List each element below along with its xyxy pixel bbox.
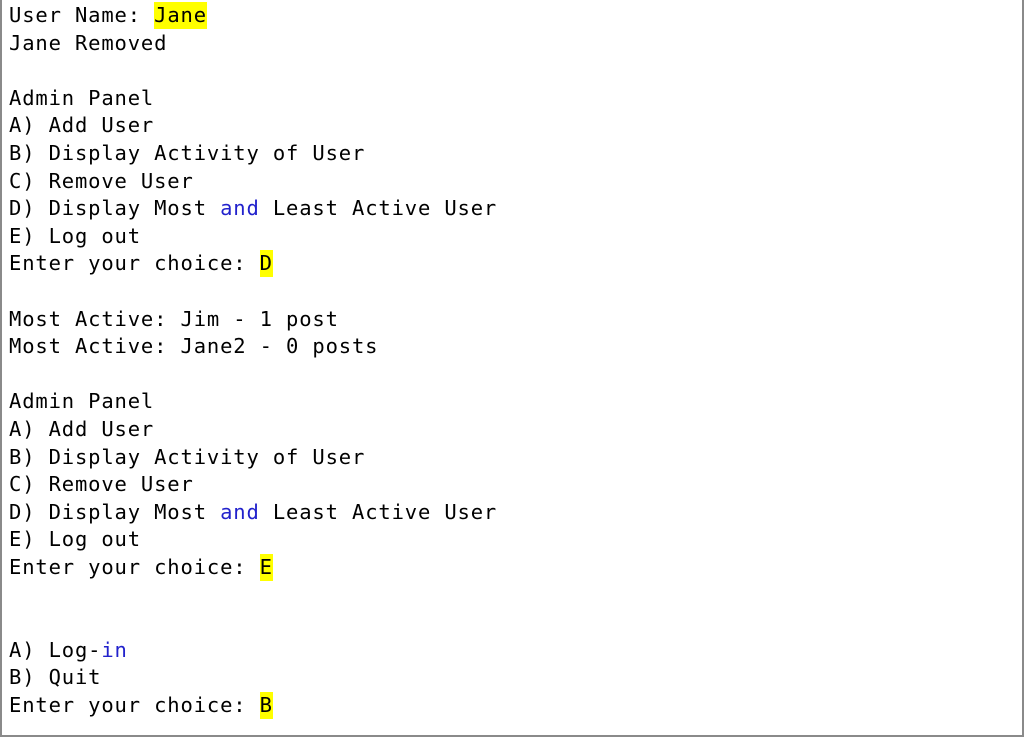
menu-option-a-add-user-2: A) Add User <box>9 416 1022 444</box>
text-token: B) Display Activity of User <box>9 444 366 469</box>
text-token: C) Remove User <box>9 168 194 193</box>
text-token: E) Log out <box>9 527 141 552</box>
admin-panel-heading-1: Admin Panel <box>9 85 1022 113</box>
text-token: C) Remove User <box>9 472 194 497</box>
choice-prompt-2: Enter your choice: E <box>9 553 1022 582</box>
highlighted-token: E <box>259 553 273 581</box>
text-token: Enter your choice: <box>9 251 260 276</box>
blank-line <box>9 57 1022 85</box>
text-token: B) Quit <box>9 665 102 690</box>
menu-option-e-log-out-1: E) Log out <box>9 223 1022 251</box>
keyword-token: in <box>101 637 128 662</box>
text-token: E) Log out <box>9 223 141 248</box>
keyword-token: and <box>220 196 260 221</box>
login-menu-option-b-quit: B) Quit <box>9 664 1022 692</box>
text-token: A) Log- <box>9 637 102 662</box>
blank-line <box>9 581 1022 609</box>
menu-option-b-display-activity-2: B) Display Activity of User <box>9 444 1022 472</box>
menu-option-d-most-least-active-1: D) Display Most and Least Active User <box>9 195 1022 223</box>
admin-panel-heading-2: Admin Panel <box>9 388 1022 416</box>
highlighted-token: B <box>259 691 273 719</box>
text-token: Admin Panel <box>9 85 155 110</box>
blank-line <box>9 361 1022 389</box>
username-prompt-line: User Name: Jane <box>9 2 1022 30</box>
menu-option-c-remove-user-2: C) Remove User <box>9 471 1022 499</box>
blank-line <box>9 278 1022 306</box>
choice-prompt-3: Enter your choice: B <box>9 691 1022 720</box>
menu-option-a-add-user-1: A) Add User <box>9 112 1022 140</box>
text-token: Enter your choice: <box>9 692 260 717</box>
removal-confirmation-line: Jane Removed <box>9 30 1022 58</box>
text-token: Most Active: Jane2 - 0 posts <box>9 334 379 359</box>
most-active-result-jim: Most Active: Jim - 1 post <box>9 306 1022 334</box>
text-token: Enter your choice: <box>9 554 260 579</box>
menu-option-d-most-least-active-2: D) Display Most and Least Active User <box>9 499 1022 527</box>
text-token: D) Display Most <box>9 196 221 221</box>
text-token: Least Active User <box>259 499 498 524</box>
text-token: Jane Removed <box>9 30 168 55</box>
highlighted-token: D <box>259 250 273 278</box>
text-token: Least Active User <box>259 196 498 221</box>
text-token: B) Display Activity of User <box>9 140 366 165</box>
most-active-result-jane2: Most Active: Jane2 - 0 posts <box>9 333 1022 361</box>
text-token: D) Display Most <box>9 499 221 524</box>
choice-prompt-1: Enter your choice: D <box>9 250 1022 278</box>
login-menu-option-a-log-in: A) Log-in <box>9 637 1022 665</box>
keyword-token: and <box>220 499 260 524</box>
text-token: A) Add User <box>9 416 155 441</box>
text-token: A) Add User <box>9 113 155 138</box>
text-token: Most Active: Jim - 1 post <box>9 306 339 331</box>
menu-option-b-display-activity-1: B) Display Activity of User <box>9 140 1022 168</box>
text-token: Admin Panel <box>9 389 155 414</box>
highlighted-token: Jane <box>154 2 207 29</box>
blank-line <box>9 609 1022 637</box>
text-token: User Name: <box>9 3 155 27</box>
menu-option-c-remove-user-1: C) Remove User <box>9 168 1022 196</box>
menu-option-e-log-out-2: E) Log out <box>9 526 1022 554</box>
